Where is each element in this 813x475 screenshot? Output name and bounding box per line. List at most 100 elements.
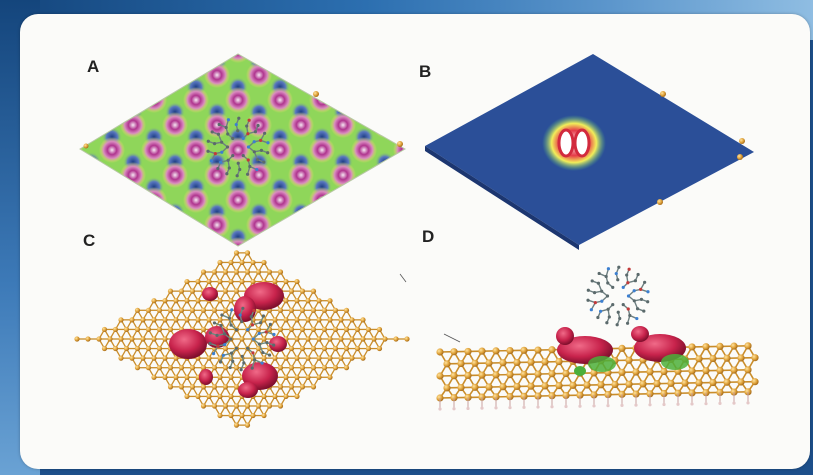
map-spot (80, 54, 83, 63)
molecule-atom (260, 361, 264, 365)
molecule-atom (212, 142, 217, 146)
slab-atom (653, 380, 661, 388)
lattice-atom (255, 403, 262, 409)
map-spot (144, 77, 164, 97)
molecule-atom (219, 160, 223, 164)
molecule-atom (240, 354, 244, 358)
molecule-atom (611, 303, 615, 307)
lattice-atom (101, 326, 108, 333)
map-spot (519, 237, 545, 263)
lattice-atom (85, 336, 91, 342)
map-spot (225, 187, 251, 213)
lattice-atom (299, 326, 306, 333)
lattice-atom (145, 307, 152, 313)
map-spot (80, 187, 83, 213)
slab-atom (485, 359, 493, 367)
map-spot (309, 87, 335, 113)
lattice-atom (129, 336, 135, 342)
lattice-atom (195, 278, 201, 285)
map-spot (120, 62, 146, 88)
lattice-atom (233, 365, 240, 371)
molecule-atom (217, 122, 221, 127)
lattice-atom (217, 278, 223, 285)
slab-atom (702, 343, 710, 351)
lattice-atom (288, 288, 295, 294)
lattice-atom (294, 298, 300, 304)
lattice-atom (134, 326, 141, 333)
molecule-atom (253, 358, 257, 362)
slab-atom (583, 381, 591, 389)
map-spot (393, 137, 405, 163)
map-spot (438, 77, 458, 97)
map-spot (228, 27, 248, 47)
map-spot (438, 177, 458, 197)
map-spot (80, 137, 83, 163)
map-spot (459, 202, 479, 222)
slab-atom (471, 383, 479, 391)
map-spot (414, 262, 440, 288)
molecule-atom (643, 280, 647, 284)
molecule-atom (267, 353, 272, 357)
lattice-atom (211, 365, 218, 371)
slab-atom (478, 347, 486, 355)
molecule-atom (241, 136, 245, 140)
lattice-atom (200, 384, 207, 390)
map-spot (543, 252, 563, 272)
lattice-atom (123, 345, 130, 352)
lattice-atom (365, 326, 372, 333)
corner-atom (737, 154, 743, 160)
molecule-atom (215, 333, 219, 337)
molecule-atom (261, 314, 266, 318)
molecule-atom (600, 289, 604, 293)
map-spot (183, 187, 209, 213)
lattice-atom (167, 288, 174, 294)
molecule-atom (618, 316, 622, 321)
lattice-atom (178, 384, 185, 390)
molecule-atom (252, 140, 256, 144)
lattice-atom (118, 355, 124, 361)
map-spot (330, 112, 356, 138)
map-spot (204, 212, 230, 238)
lattice-atom (250, 278, 256, 285)
molecule-atom (234, 328, 238, 332)
molecule-atom (212, 321, 217, 325)
map-spot (141, 54, 167, 63)
lattice-atom (123, 326, 130, 333)
h-atom (634, 403, 638, 407)
map-spot (267, 237, 293, 246)
lattice-atom (261, 412, 267, 419)
lattice-atom (217, 317, 223, 323)
lattice-atom (272, 355, 278, 361)
lattice-atom (277, 403, 284, 409)
map-spot (165, 252, 185, 272)
lattice-atom (217, 412, 223, 419)
lattice-atom (294, 393, 300, 400)
slab-atom (632, 368, 640, 376)
map-spot (99, 54, 125, 63)
molecule-atom (231, 136, 235, 140)
lattice-atom (162, 298, 168, 304)
molecule-atom (626, 294, 631, 298)
map-spot (36, 62, 62, 88)
map-spot (162, 112, 188, 138)
molecule-atom (211, 352, 216, 356)
molecule-atom (226, 118, 231, 122)
lattice-atom (283, 374, 289, 380)
lattice-atom (316, 317, 322, 323)
map-spot (480, 277, 500, 297)
molecule-atom (227, 166, 231, 170)
map-spot (354, 77, 374, 97)
h-atom (592, 404, 596, 408)
molecule-atom (252, 150, 256, 154)
map-spot (372, 14, 398, 38)
map-spot (183, 54, 209, 63)
lattice-atom (233, 384, 240, 390)
slab-atom (716, 342, 724, 350)
slab-atom (702, 367, 710, 375)
molecule-atom (229, 337, 233, 341)
map-spot (183, 137, 209, 163)
lattice-atom (178, 307, 185, 313)
slab-atom (667, 379, 675, 387)
map-spot (267, 137, 293, 163)
lattice-atom (321, 365, 328, 371)
